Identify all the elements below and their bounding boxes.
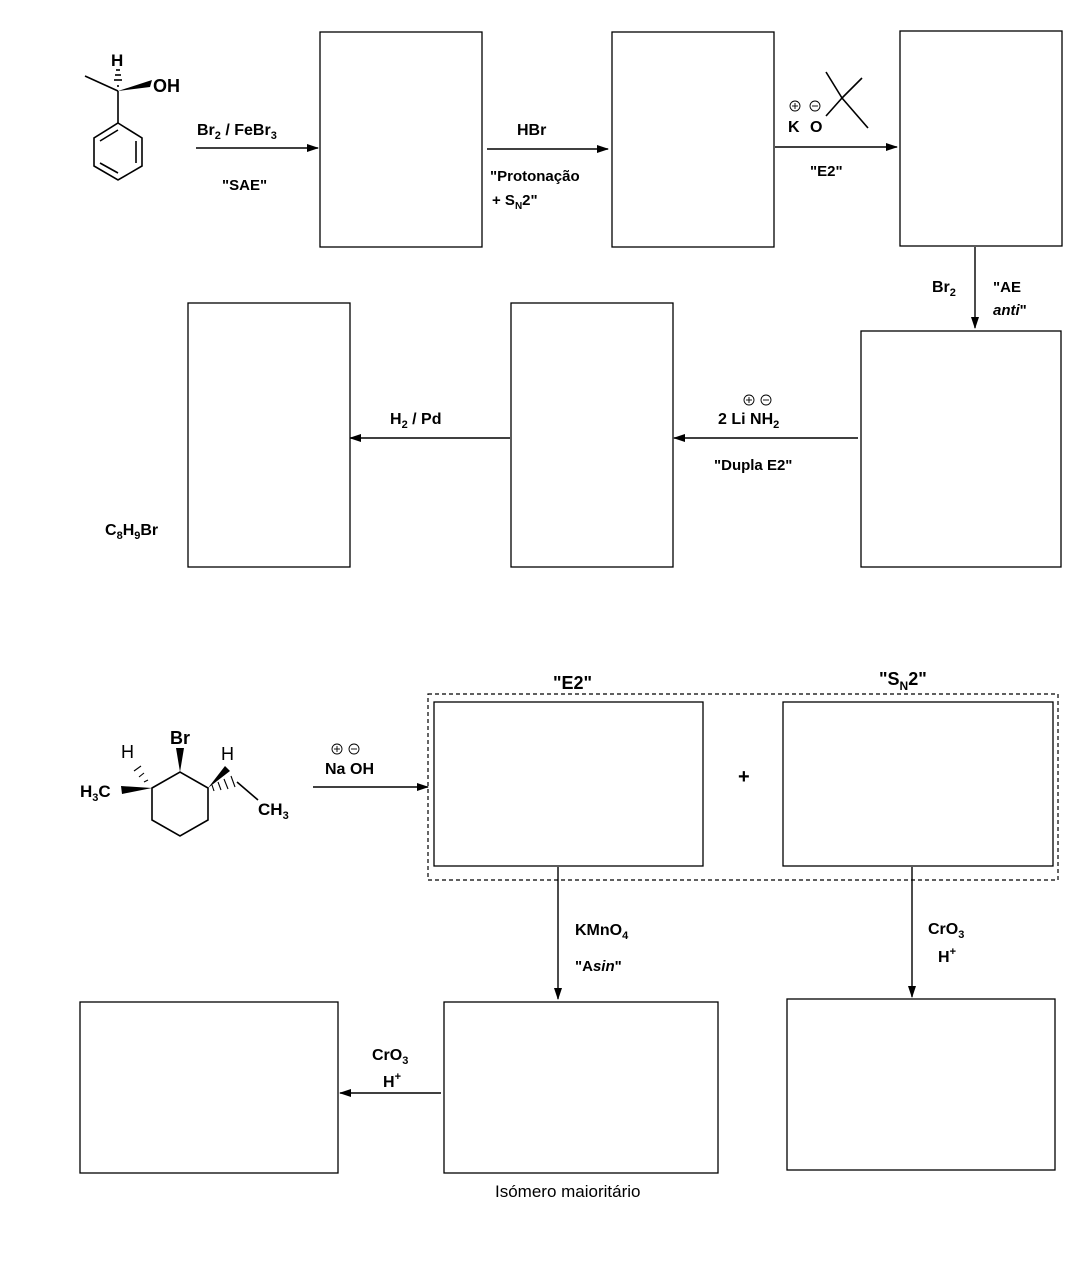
reagent-kmno4: KMnO4 xyxy=(575,922,629,942)
reagent-h-plus-right: H+ xyxy=(938,946,956,966)
answer-box-final-oxidation[interactable] xyxy=(79,1001,339,1174)
charge-symbols-linh2 xyxy=(743,394,772,406)
reagent-cro3-right: CrO3 xyxy=(928,921,964,941)
potassium-label: K xyxy=(788,119,800,136)
answer-box-3[interactable] xyxy=(899,30,1063,247)
answer-box-e2-product[interactable] xyxy=(433,701,704,867)
label-ae: "AE xyxy=(993,279,1021,296)
label-sn2: + SN2" xyxy=(492,192,538,212)
answer-box-sn2-product[interactable] xyxy=(782,701,1054,867)
reagent-h-plus-left: H+ xyxy=(383,1071,401,1091)
reagent-na: Na xyxy=(325,761,346,778)
oxygen-label: O xyxy=(810,119,822,136)
h-right-label: H xyxy=(221,744,234,764)
reagent-lithium-amide: 2 Li NH2 xyxy=(718,411,779,431)
answer-box-2[interactable] xyxy=(611,31,775,248)
reagent-br2-febr3: Br2 / FeBr3 xyxy=(197,122,277,142)
label-e2: "E2" xyxy=(810,163,843,180)
answer-box-diol[interactable] xyxy=(443,1001,719,1174)
answer-box-5[interactable] xyxy=(510,302,674,568)
reagent-oh: OH xyxy=(350,761,374,778)
answer-box-6[interactable] xyxy=(187,302,351,568)
label-protonacao: "Protonação xyxy=(490,168,580,185)
label-anti: anti" xyxy=(993,302,1027,319)
bromo-cyclohexane-structure: Br H H H3C CH3 xyxy=(80,728,289,837)
alcohol-oh-label: OH xyxy=(153,76,180,96)
header-e2: "E2" xyxy=(553,673,592,693)
reagent-potassium-tert-butoxide: K O xyxy=(788,71,869,136)
label-dupla-e2: "Dupla E2" xyxy=(714,457,792,474)
h-left-label: H xyxy=(121,742,134,762)
charge-symbols-naoh xyxy=(331,743,360,755)
molecular-formula: C8H9Br xyxy=(105,522,158,542)
label-majority-isomer: Isómero maioritário xyxy=(495,1182,641,1201)
products-dashed-group xyxy=(427,693,1059,881)
reagent-cro3-left: CrO3 xyxy=(372,1047,408,1067)
ethyl-ch3-label: CH3 xyxy=(258,800,289,822)
plus-sign: + xyxy=(738,766,750,788)
methyl-label: H3C xyxy=(80,782,111,804)
label-sae: "SAE" xyxy=(222,177,267,194)
bromine-label: Br xyxy=(170,728,190,748)
answer-box-sn2-oxidation[interactable] xyxy=(786,998,1056,1171)
alcohol-h-label: H xyxy=(111,51,123,70)
reagent-h2-pd: H2 / Pd xyxy=(390,411,441,431)
label-asin: "Asin" xyxy=(575,958,622,975)
answer-box-4[interactable] xyxy=(860,330,1062,568)
answer-box-1[interactable] xyxy=(319,31,483,248)
starting-alcohol-structure: H OH xyxy=(84,51,180,181)
header-sn2: "SN2" xyxy=(879,669,927,693)
reagent-hbr: HBr xyxy=(517,122,546,139)
reagent-br2-ae: Br2 xyxy=(932,279,956,299)
